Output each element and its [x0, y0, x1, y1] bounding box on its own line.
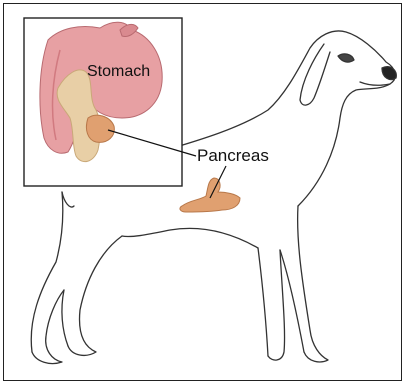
- dog-pancreas-shape: [180, 178, 240, 212]
- stomach-label: Stomach: [87, 63, 150, 81]
- pancreas-label: Pancreas: [197, 146, 269, 166]
